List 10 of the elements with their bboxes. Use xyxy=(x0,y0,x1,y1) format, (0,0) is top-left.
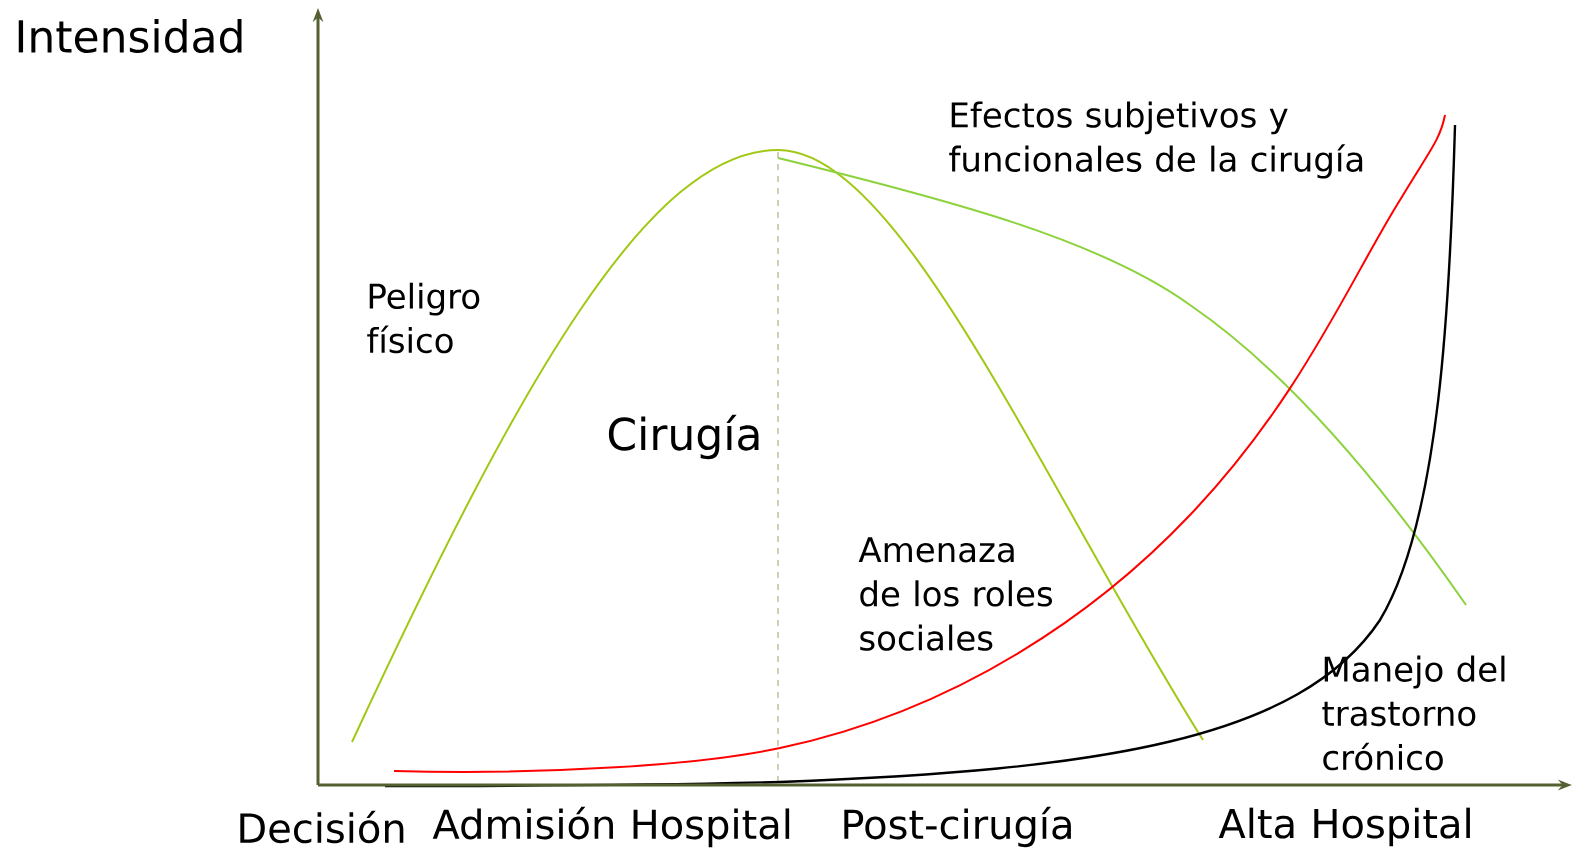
axis-label: Admisión Hospital xyxy=(432,806,790,848)
axis-label: Intensidad xyxy=(18,18,242,53)
phase-label: Cirugía xyxy=(608,414,759,460)
curve-label: Peligro físico xyxy=(367,282,480,354)
axis-label: Alta Hospital xyxy=(1218,807,1470,847)
curve-label: Amenaza de los roles sociales xyxy=(858,537,1052,651)
axis-label: Post-cirugía xyxy=(844,806,1071,848)
axis-label: Decisión xyxy=(240,810,404,844)
curve-label: Efectos subjetivos y funcionales de la cirugía xyxy=(949,101,1363,179)
curve-label: Manejo del trastorno crónico xyxy=(1322,655,1505,771)
